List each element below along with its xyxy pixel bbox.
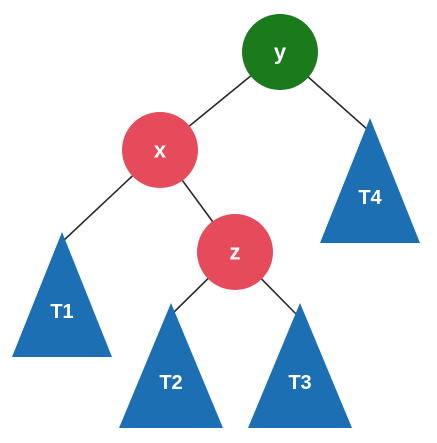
node-y: y: [242, 14, 318, 90]
subtree-label: T1: [50, 301, 73, 323]
node-circle: [122, 112, 198, 188]
node-label: z: [230, 240, 241, 265]
subtree-triangle: [12, 232, 112, 357]
node-x: x: [122, 112, 198, 188]
subtree-triangle: [248, 303, 352, 428]
subtree-label: T4: [358, 187, 382, 209]
node-z: z: [197, 214, 273, 290]
node-circle: [242, 14, 318, 90]
subtree-label: T3: [288, 372, 311, 394]
subtree-t1: T1: [12, 232, 112, 357]
subtree-t3: T3: [248, 303, 352, 428]
subtree-triangle: [119, 303, 223, 428]
node-label: x: [154, 138, 167, 163]
subtree-t4: T4: [320, 118, 420, 243]
subtree-label: T2: [159, 372, 182, 394]
subtree-t2: T2: [119, 303, 223, 428]
node-circle: [197, 214, 273, 290]
node-label: y: [274, 40, 287, 65]
subtree-triangle: [320, 118, 420, 243]
